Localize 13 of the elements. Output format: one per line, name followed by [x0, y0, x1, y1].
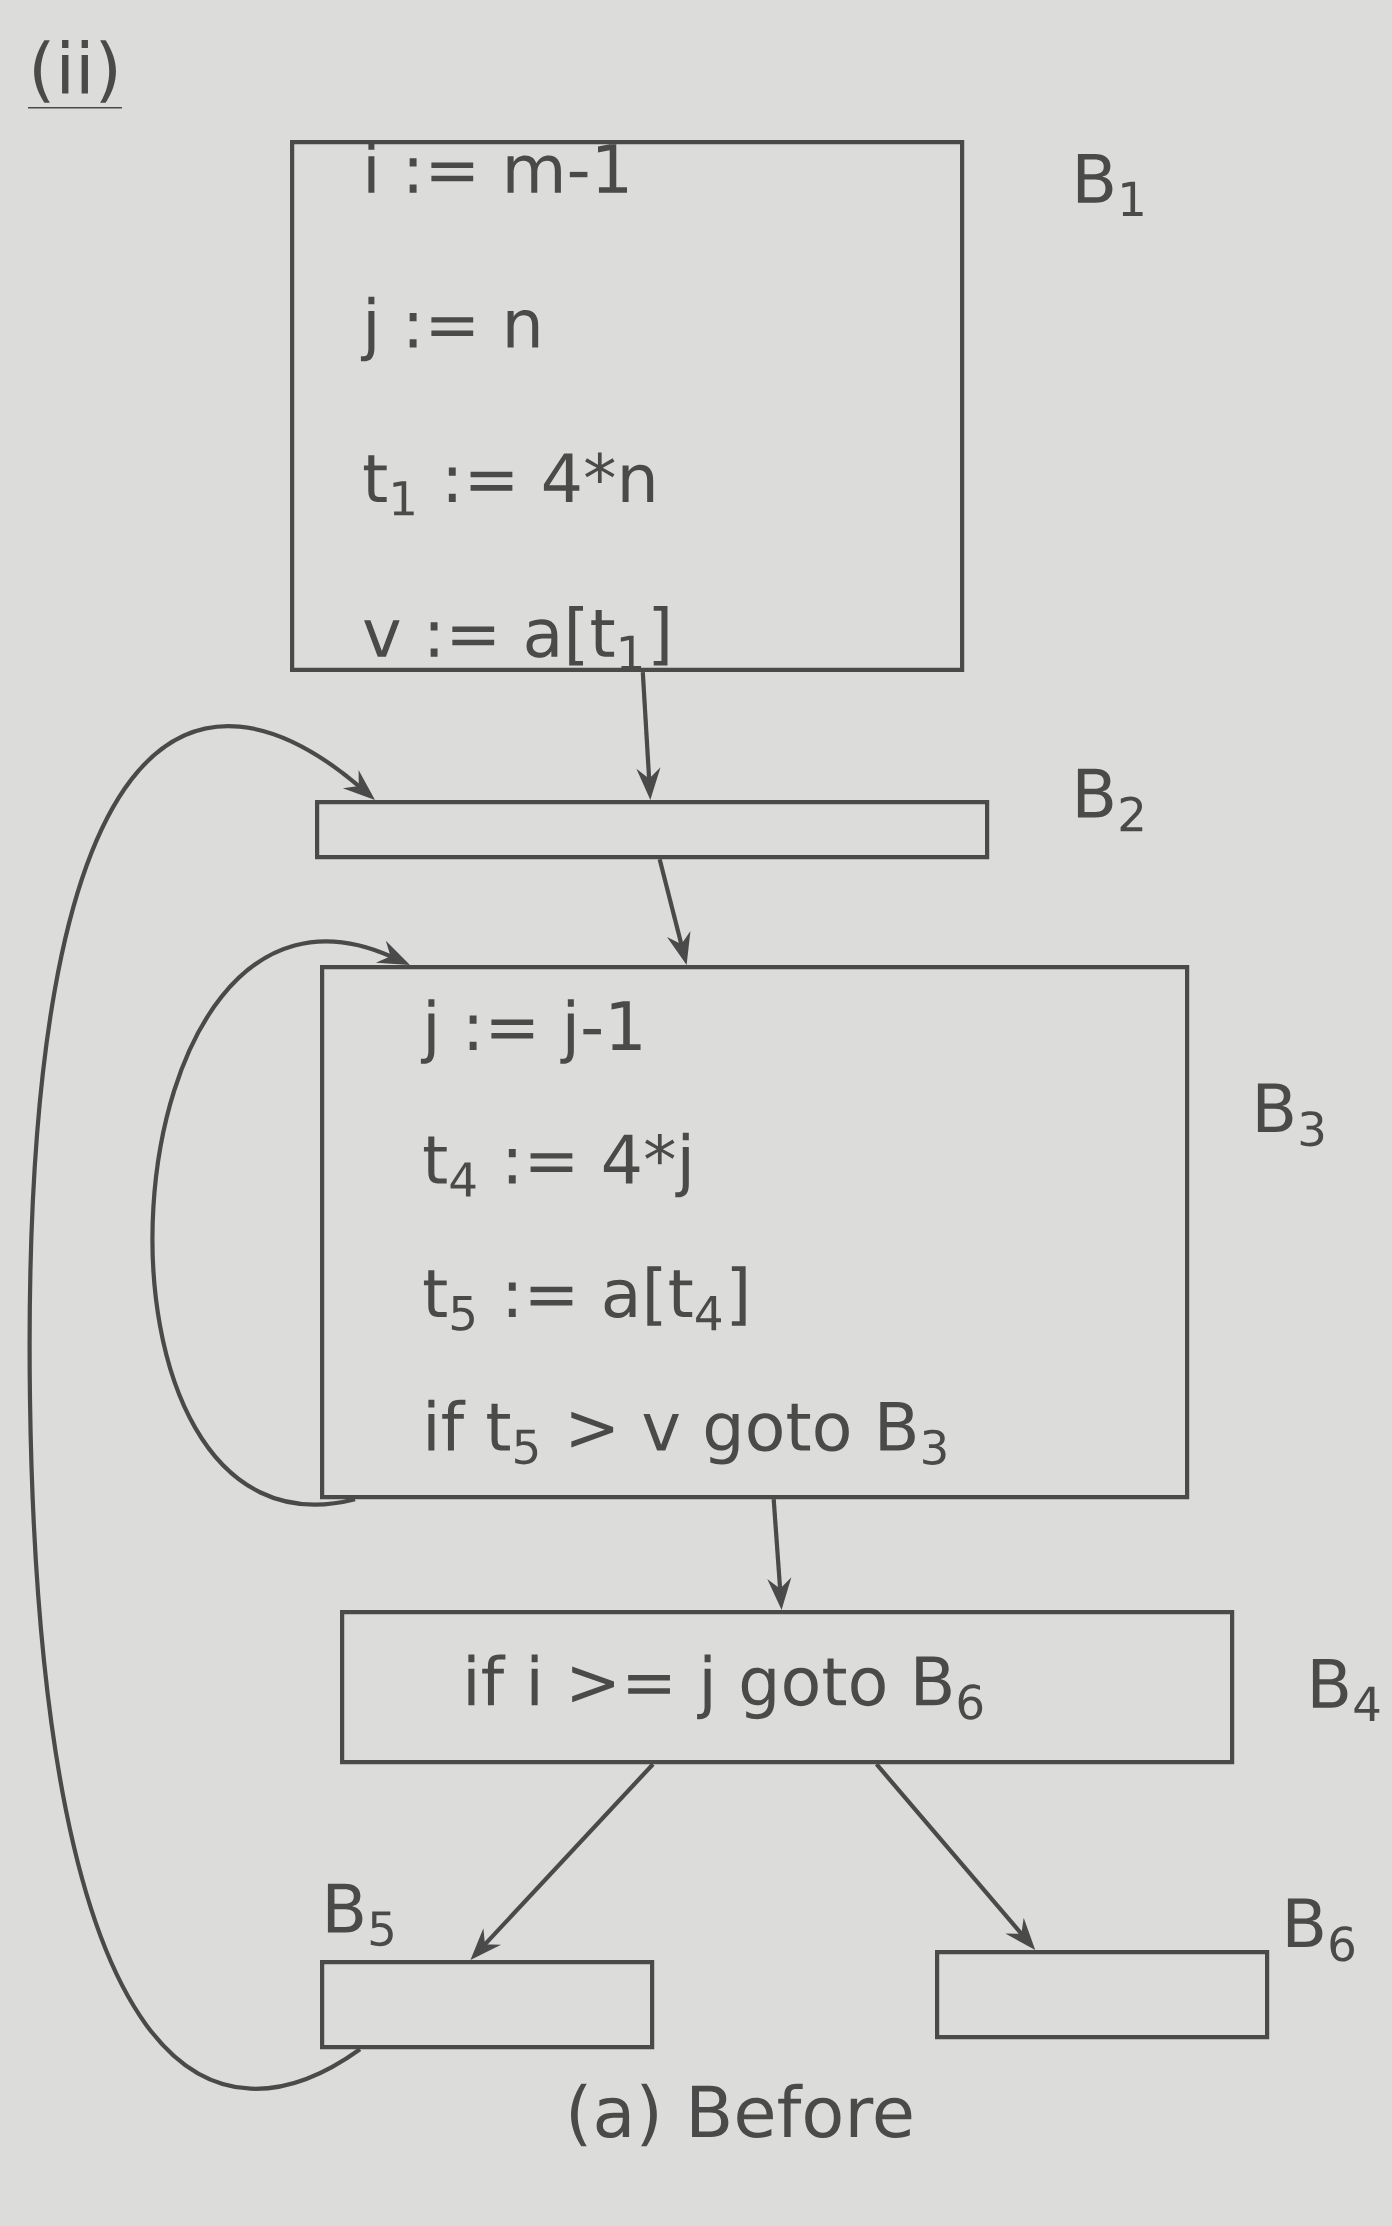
block-label: B$_{3}$: [1257, 1083, 1324, 1147]
empty-block-box: [935, 1950, 1270, 2040]
caption: (a) Before: [571, 2083, 912, 2147]
code-block-box: j := j-1 t$_{4}$ := 4*j t$_{5}$ := a[t$_{4}$] if t$_{5}$ > v goto B$_{3}$: [320, 964, 1190, 1500]
empty-block-box: [320, 1960, 655, 2050]
section-number: (ii): [27, 40, 123, 109]
block-label: B$_{1}$: [1077, 154, 1143, 216]
block-label: B$_{4}$: [1312, 1659, 1380, 1721]
block-label: B$_{2}$: [1077, 768, 1143, 832]
empty-block-box: [315, 800, 990, 860]
code-block-box: if i >= j goto B$_{6}$: [340, 1610, 1235, 1765]
block-label: B$_{6}$: [1287, 1898, 1354, 1962]
block-label: B$_{5}$: [327, 1883, 393, 1947]
